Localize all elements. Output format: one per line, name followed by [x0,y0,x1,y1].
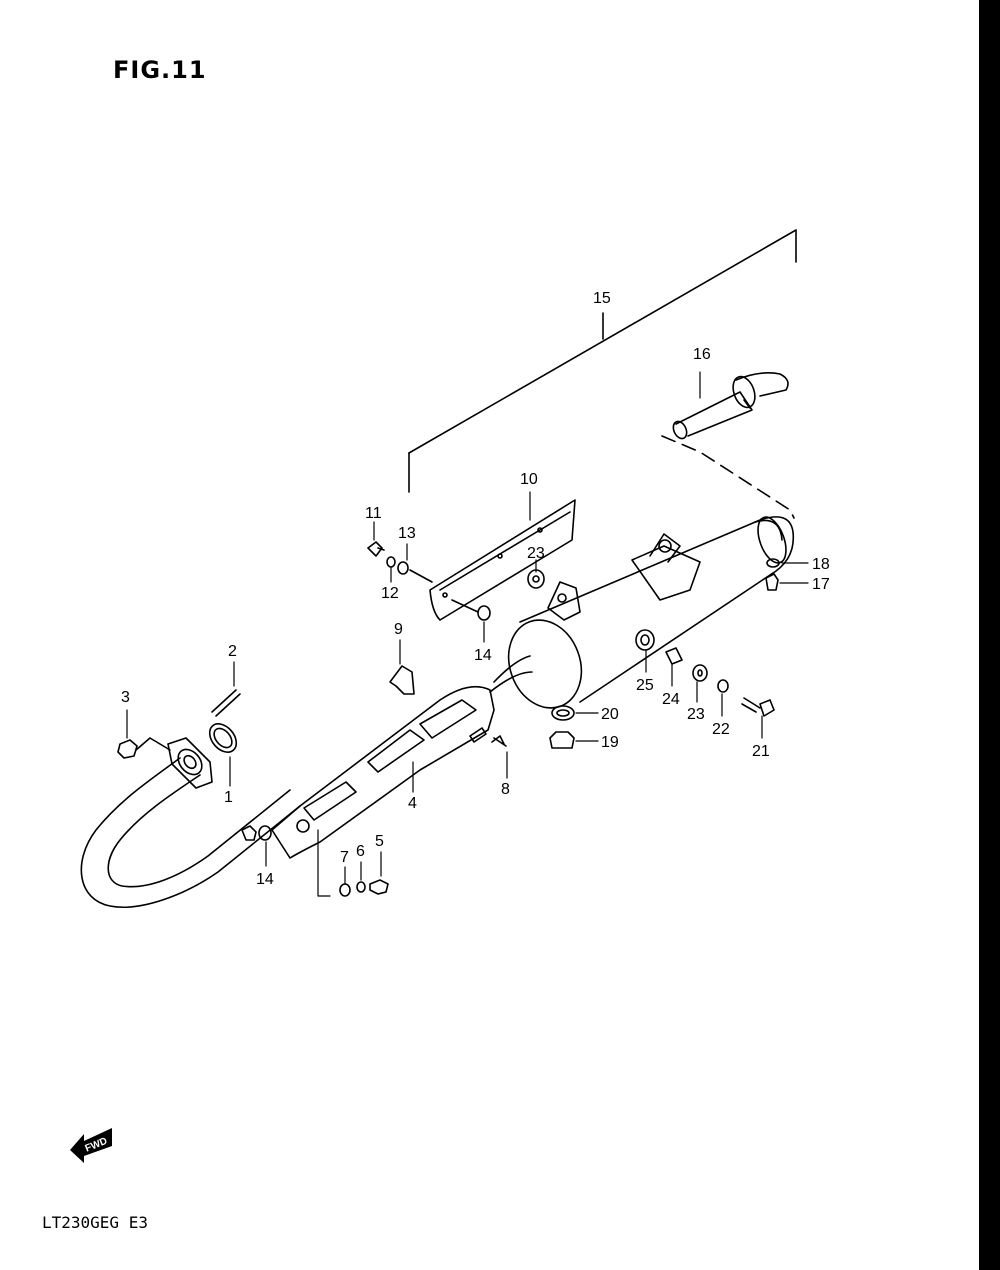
muffler-heat-shield [429,499,576,621]
callout-2: 2 [228,643,237,660]
fwd-arrow-icon: FWD [70,1128,112,1163]
figure-title: FIG.11 [113,56,207,84]
callout-25: 25 [636,677,654,694]
callout-12: 12 [381,585,399,602]
callout-4: 4 [408,795,417,812]
callout-10: 10 [520,471,538,488]
callout-9: 9 [394,621,403,638]
callout-17: 17 [812,576,830,593]
callout-7: 7 [340,849,349,866]
callout-5: 5 [375,833,384,850]
callout-11: 11 [365,505,382,522]
callout-23-lower: 23 [687,706,705,723]
scan-edge-bar [979,0,1000,1270]
callout-6: 6 [356,843,365,860]
callout-20: 20 [601,706,619,723]
callout-14-upper: 14 [474,647,492,664]
assembly-dashed-line [661,435,795,519]
callout-24: 24 [662,691,680,708]
callout-21: 21 [752,743,770,760]
spark-arrester-tube [672,372,789,440]
callout-14-lower: 14 [256,871,274,888]
callout-3: 3 [121,689,130,706]
leader-lines [126,371,809,897]
callout-22: 22 [712,721,730,738]
exhaust-pipe [80,689,301,908]
callout-19: 19 [601,734,619,751]
fwd-label: FWD [84,1136,109,1155]
callout-15: 15 [593,290,611,307]
hardware-parts [241,541,780,897]
callout-18: 18 [812,556,830,573]
group-15-bracket [408,229,797,493]
muffler [507,516,795,709]
callout-8: 8 [501,781,510,798]
callout-16: 16 [693,346,711,363]
callout-23-upper: 23 [527,545,545,562]
pipe-heat-shield [271,685,495,859]
model-code: LT230GEG E3 [42,1213,148,1232]
callout-labels: 1 2 3 4 5 6 7 8 9 10 11 12 13 14 14 15 1… [121,290,830,888]
callout-13: 13 [398,525,416,542]
callout-1: 1 [224,789,233,806]
